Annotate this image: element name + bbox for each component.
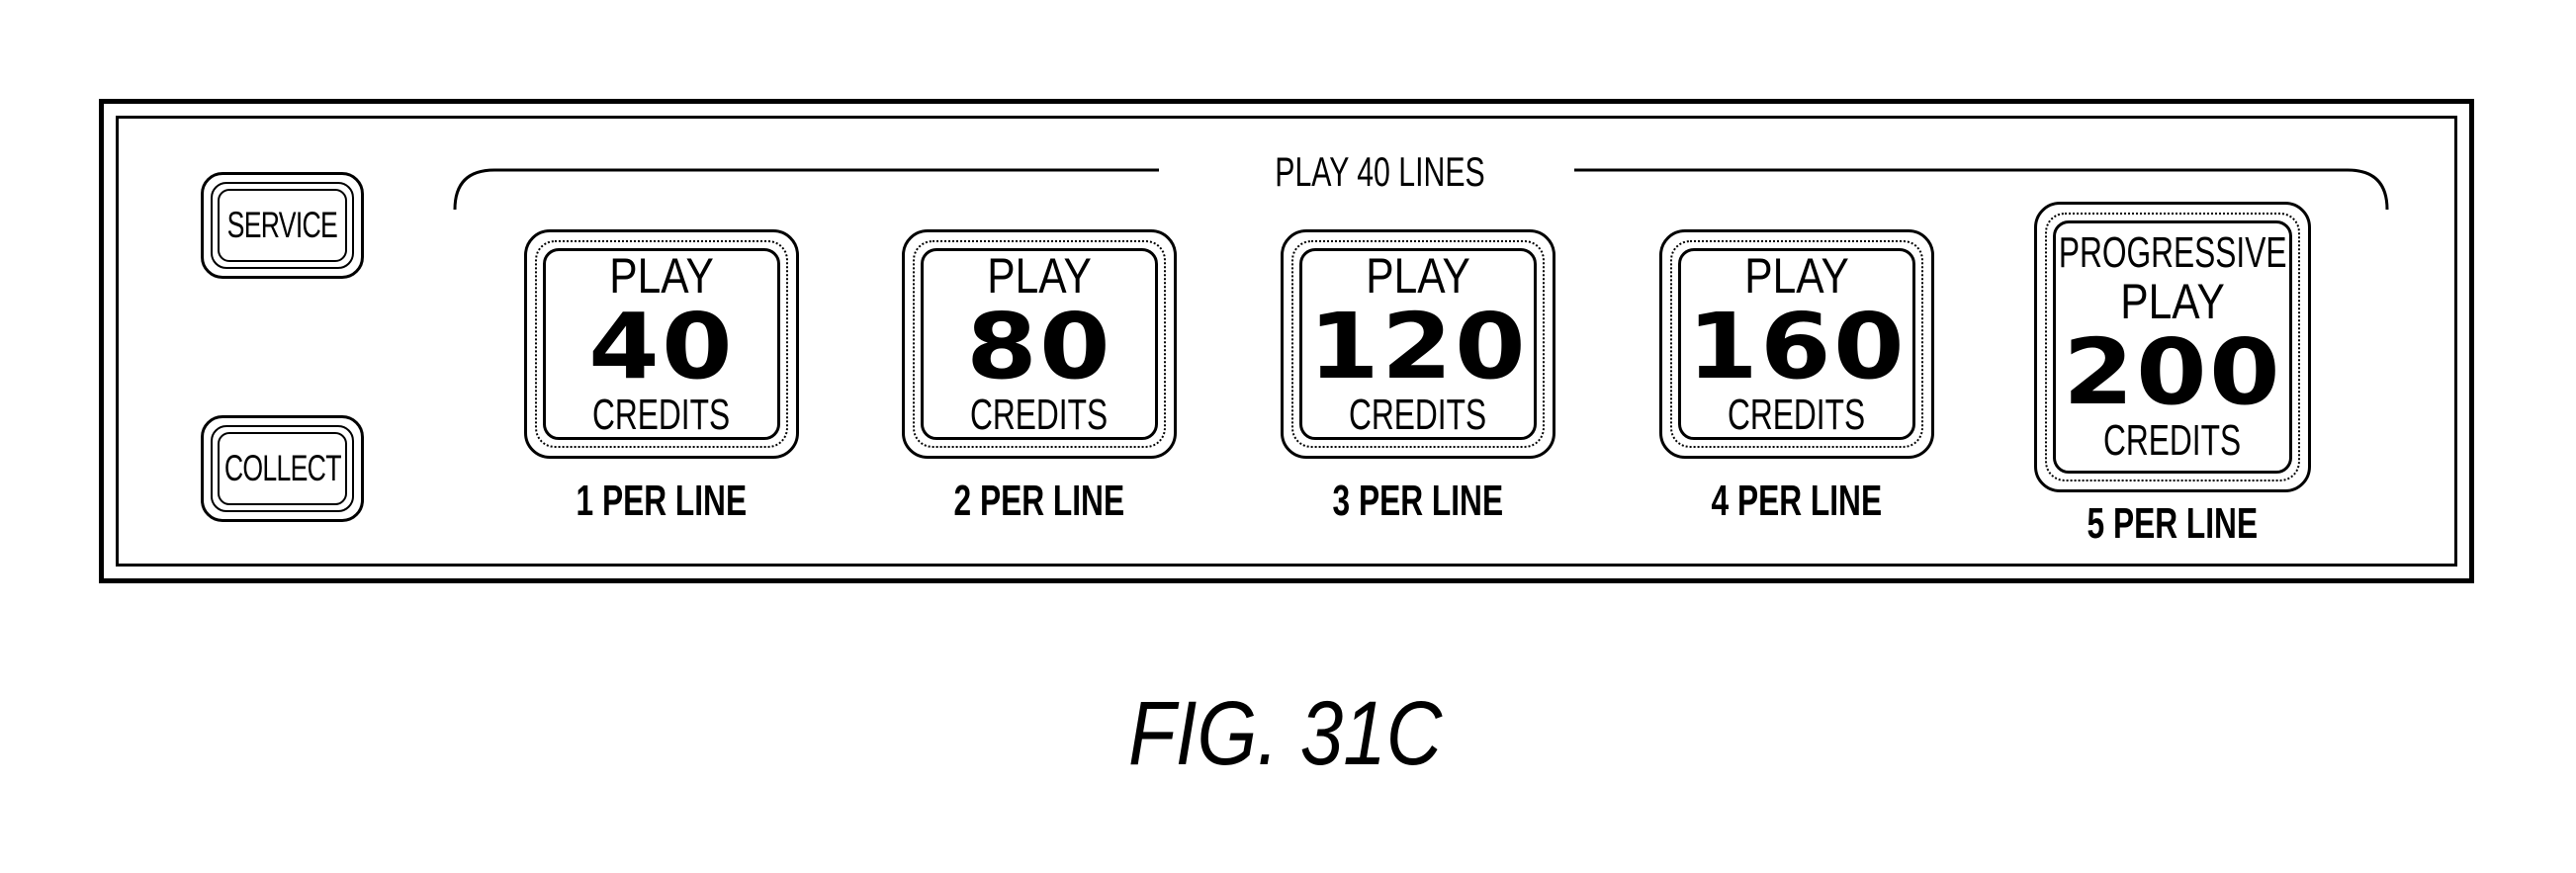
service-button-face: SERVICE [218, 189, 347, 262]
bet-amount-text: 120 [1308, 302, 1528, 393]
bet-amount: 80 [974, 302, 1105, 393]
bet-button-3-face: PLAY 120 CREDITS [1299, 248, 1537, 440]
bet-credits-text: CREDITS [592, 393, 730, 438]
bet-button-4-face: PLAY 160 CREDITS [1678, 248, 1915, 440]
bet-amount-text: 200 [2063, 327, 2282, 418]
per-line-text-2: 2 PER LINE [954, 477, 1125, 526]
collect-button-label: COLLECT [224, 448, 341, 489]
bet-button-3-ring: PLAY 120 CREDITS [1291, 240, 1545, 448]
service-button-ring: SERVICE [211, 182, 354, 269]
bet-button-1-ring: PLAY 40 CREDITS [535, 240, 788, 448]
bet-credits-text: CREDITS [1349, 393, 1486, 438]
service-button-label: SERVICE [227, 205, 337, 246]
bet-button-2[interactable]: PLAY 80 CREDITS [902, 229, 1177, 459]
bet-credits-label: CREDITS [943, 393, 1134, 438]
play-lines-heading: PLAY 40 LINES [1157, 148, 1602, 196]
bet-button-2-face: PLAY 80 CREDITS [921, 248, 1158, 440]
per-line-text-1: 1 PER LINE [577, 477, 748, 526]
bet-credits-text: CREDITS [970, 393, 1108, 438]
collect-button-ring: COLLECT [211, 425, 354, 512]
per-line-label-3: 3 PER LINE [1270, 477, 1566, 526]
bet-button-1[interactable]: PLAY 40 CREDITS [524, 229, 799, 459]
per-line-text-4: 4 PER LINE [1712, 477, 1883, 526]
per-line-text-5: 5 PER LINE [2087, 499, 2259, 549]
per-line-text-3: 3 PER LINE [1333, 477, 1504, 526]
bet-progressive-label: PROGRESSIVE [2014, 230, 2331, 276]
bet-amount: 120 [1320, 302, 1516, 393]
service-button[interactable]: SERVICE [201, 172, 364, 279]
bet-button-5-progressive[interactable]: PROGRESSIVE PLAY 200 CREDITS [2034, 202, 2311, 492]
per-line-label-2: 2 PER LINE [891, 477, 1188, 526]
bet-amount-text: 160 [1687, 302, 1907, 393]
bet-button-2-ring: PLAY 80 CREDITS [913, 240, 1166, 448]
bet-credits-text: CREDITS [1728, 393, 1865, 438]
bet-amount-text: 80 [966, 302, 1112, 393]
bet-amount-text: 40 [588, 302, 735, 393]
bet-button-4-ring: PLAY 160 CREDITS [1670, 240, 1923, 448]
bet-button-5-face: PROGRESSIVE PLAY 200 CREDITS [2053, 220, 2292, 474]
bet-credits-text: CREDITS [2103, 418, 2241, 464]
bet-button-3[interactable]: PLAY 120 CREDITS [1281, 229, 1555, 459]
collect-button[interactable]: COLLECT [201, 415, 364, 522]
per-line-label-5: 5 PER LINE [2024, 499, 2321, 549]
bet-credits-label: CREDITS [566, 393, 756, 438]
bet-progressive-text: PROGRESSIVE [2059, 230, 2287, 276]
bet-amount: 160 [1699, 302, 1895, 393]
bet-button-4[interactable]: PLAY 160 CREDITS [1659, 229, 1934, 459]
bet-button-1-face: PLAY 40 CREDITS [543, 248, 780, 440]
bet-credits-label: CREDITS [2077, 418, 2267, 464]
figure-caption-text: FIG. 31C [1128, 682, 1442, 786]
bet-amount: 40 [596, 302, 727, 393]
bet-amount: 200 [2075, 327, 2270, 418]
bet-button-5-ring: PROGRESSIVE PLAY 200 CREDITS [2045, 213, 2300, 481]
per-line-label-1: 1 PER LINE [513, 477, 810, 526]
per-line-label-4: 4 PER LINE [1648, 477, 1945, 526]
figure-caption: FIG. 31C [989, 682, 1582, 786]
collect-button-face: COLLECT [218, 432, 347, 505]
bet-credits-label: CREDITS [1322, 393, 1513, 438]
play-lines-heading-text: PLAY 40 LINES [1270, 148, 1488, 196]
bet-credits-label: CREDITS [1701, 393, 1892, 438]
